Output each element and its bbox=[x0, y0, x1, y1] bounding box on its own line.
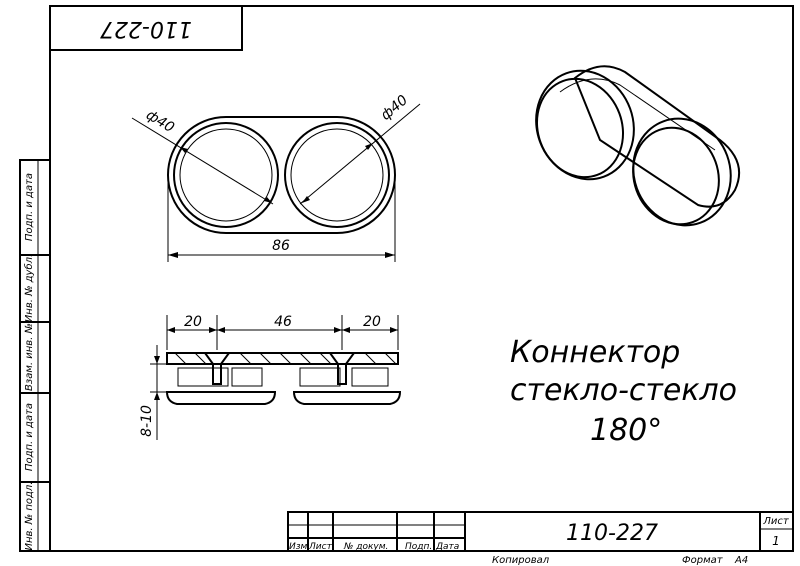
side-stamp-label-3: Взам. инв. № bbox=[24, 323, 35, 391]
diameter-left-label: ф40 bbox=[143, 107, 177, 136]
side-view: 20 46 20 8-10 bbox=[139, 314, 402, 440]
title-block-col-izm: Изм. bbox=[289, 542, 310, 552]
title-line-1: Коннектор bbox=[510, 335, 680, 370]
format-value: А4 bbox=[734, 555, 748, 566]
side-stamp-label-2: Инв. № дубл. bbox=[23, 254, 35, 322]
side-stamp-label-1: Подп. и дата bbox=[24, 173, 35, 241]
drawing-frame bbox=[49, 5, 794, 552]
title-block-col-podp: Подп. bbox=[405, 542, 432, 552]
title-block-col-data: Дата bbox=[435, 542, 459, 552]
top-view: ф40 ф40 86 bbox=[131, 92, 421, 262]
side-stamp-label-4: Подп. и дата bbox=[24, 403, 35, 471]
isometric-view bbox=[535, 65, 740, 227]
center-spacing-label: 46 bbox=[274, 314, 292, 330]
title-text: Коннектор стекло-стекло 180° bbox=[510, 335, 737, 448]
title-line-2: стекло-стекло bbox=[510, 373, 737, 408]
glass-thickness-label: 8-10 bbox=[139, 405, 155, 437]
copied-label: Копировал bbox=[492, 555, 550, 566]
rotated-code-box: 110-227 bbox=[49, 5, 243, 51]
diameter-right-label: ф40 bbox=[378, 92, 411, 123]
title-block: Изм. Лист № докум. Подп. Дата 110-227 Ли… bbox=[287, 511, 794, 552]
title-block-sheet-number: 1 bbox=[772, 534, 780, 548]
rotated-drawing-code: 110-227 bbox=[100, 16, 192, 41]
title-block-sheet-label: Лист bbox=[762, 516, 790, 527]
offset-right-label: 20 bbox=[363, 314, 381, 330]
side-stamp: Подп. и дата Инв. № дубл. Взам. инв. № П… bbox=[19, 159, 51, 552]
offset-left-label: 20 bbox=[184, 314, 202, 330]
title-block-col-list: Лист bbox=[308, 542, 333, 552]
title-block-col-docnum: № докум. bbox=[343, 542, 388, 552]
side-stamp-label-5: Инв. № подл. bbox=[24, 482, 35, 551]
title-block-drawing-code: 110-227 bbox=[566, 521, 658, 546]
overall-width-label: 86 bbox=[272, 238, 290, 254]
title-line-3: 180° bbox=[590, 413, 662, 448]
format-label: Формат bbox=[682, 555, 724, 566]
